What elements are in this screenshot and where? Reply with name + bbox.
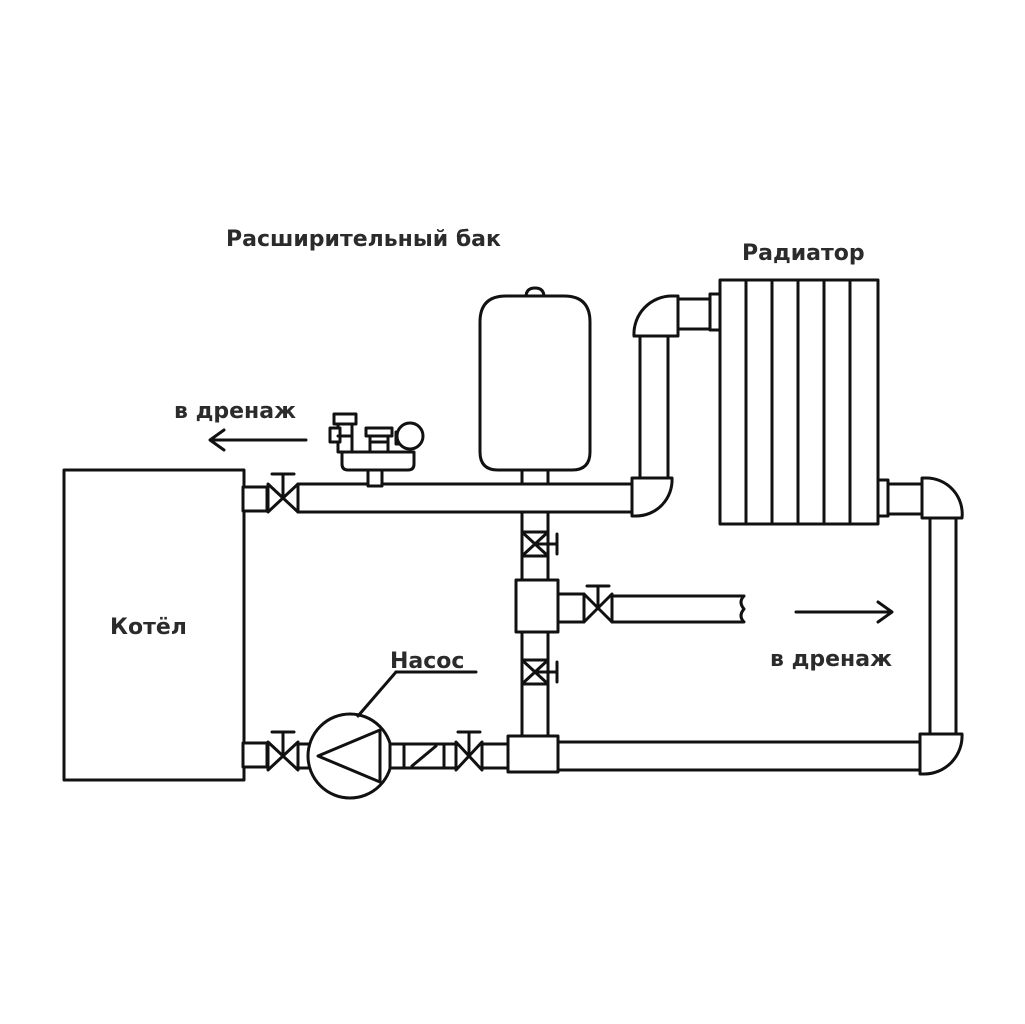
safety-group: [328, 412, 425, 488]
expansion-tank-label: Расширительный бак: [226, 227, 501, 252]
drain-left-label: в дренаж: [174, 399, 296, 424]
radiator-label: Радиатор: [742, 241, 865, 266]
supply-pipe: [296, 482, 642, 514]
valve-boiler-supply: [266, 472, 300, 514]
boiler: [62, 468, 269, 782]
supply-riser: [630, 294, 712, 518]
bypass-line: [506, 510, 586, 774]
expansion-tank: [478, 286, 592, 486]
return-riser: [886, 476, 964, 776]
drain-right-label: в дренаж: [770, 647, 892, 672]
drain-arrow-left: [208, 428, 308, 452]
drain-arrow-right: [794, 600, 894, 624]
return-pipe: [556, 740, 922, 772]
boiler-label: Котёл: [110, 615, 187, 640]
drain-branch: [582, 584, 746, 624]
radiator: [708, 278, 890, 526]
pump-callout: [356, 670, 478, 718]
pump-label: Насос: [390, 649, 464, 674]
pump-assembly: [266, 712, 510, 800]
